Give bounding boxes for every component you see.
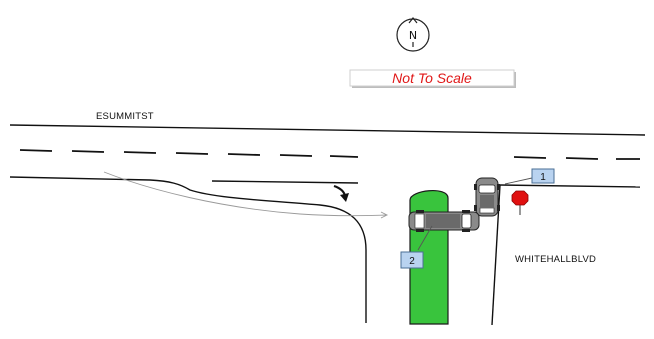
lane-dash — [228, 154, 260, 155]
stop-sign-icon — [512, 191, 528, 215]
vehicle-2-callout-label: 2 — [409, 256, 415, 267]
vehicle-1-wheel — [474, 205, 477, 211]
vehicle-1-callout: 1 — [532, 169, 554, 183]
turn-arrow-icon — [334, 186, 349, 202]
lane-dash — [330, 156, 358, 157]
vehicle-2-windshield — [462, 214, 471, 228]
vehicle-1 — [474, 178, 500, 216]
vehicle-1-wheel — [474, 184, 477, 190]
vehicle-2-roof — [426, 214, 460, 228]
median-approach-line — [212, 181, 358, 183]
lane-dash — [566, 158, 598, 159]
callout-1-leader — [505, 178, 532, 184]
vehicle-1-wheel — [497, 184, 500, 190]
road-edges — [10, 125, 645, 325]
vehicle-2-wheel — [416, 229, 424, 232]
vehicle-2-wheel — [462, 210, 470, 213]
east-south-curb — [500, 185, 640, 187]
north-label: N — [409, 29, 417, 42]
scale-note-text: Not To Scale — [392, 70, 472, 86]
vehicle-1-callout-label: 1 — [540, 172, 546, 183]
vehicle-1-rear-window — [480, 208, 494, 213]
vehicle-2-rear-window — [415, 214, 424, 228]
vehicle-2-callout: 2 — [401, 252, 423, 268]
vehicle-2-wheel — [462, 229, 470, 232]
street-label-whitehall: WHITEHALLBLVD — [515, 254, 596, 265]
west-southwest-curb — [10, 177, 366, 323]
lane-dash — [280, 155, 312, 156]
vehicle-1-roof — [480, 195, 494, 207]
vehicle-2-wheel — [416, 210, 424, 213]
lane-dash — [176, 153, 208, 154]
lane-dashes — [20, 150, 640, 159]
vehicle-2 — [409, 210, 479, 232]
scale-note: Not To Scale — [350, 70, 516, 88]
vehicle-1-windshield — [479, 185, 495, 193]
north-curb — [10, 125, 645, 135]
north-arrow: N — [397, 18, 429, 51]
lane-dash — [514, 157, 546, 158]
vehicle-1-wheel — [497, 205, 500, 211]
lane-dash — [72, 151, 104, 152]
lane-dash — [124, 152, 156, 153]
street-label-summit: ESUMMITST — [96, 111, 154, 122]
lane-dash — [20, 150, 52, 151]
